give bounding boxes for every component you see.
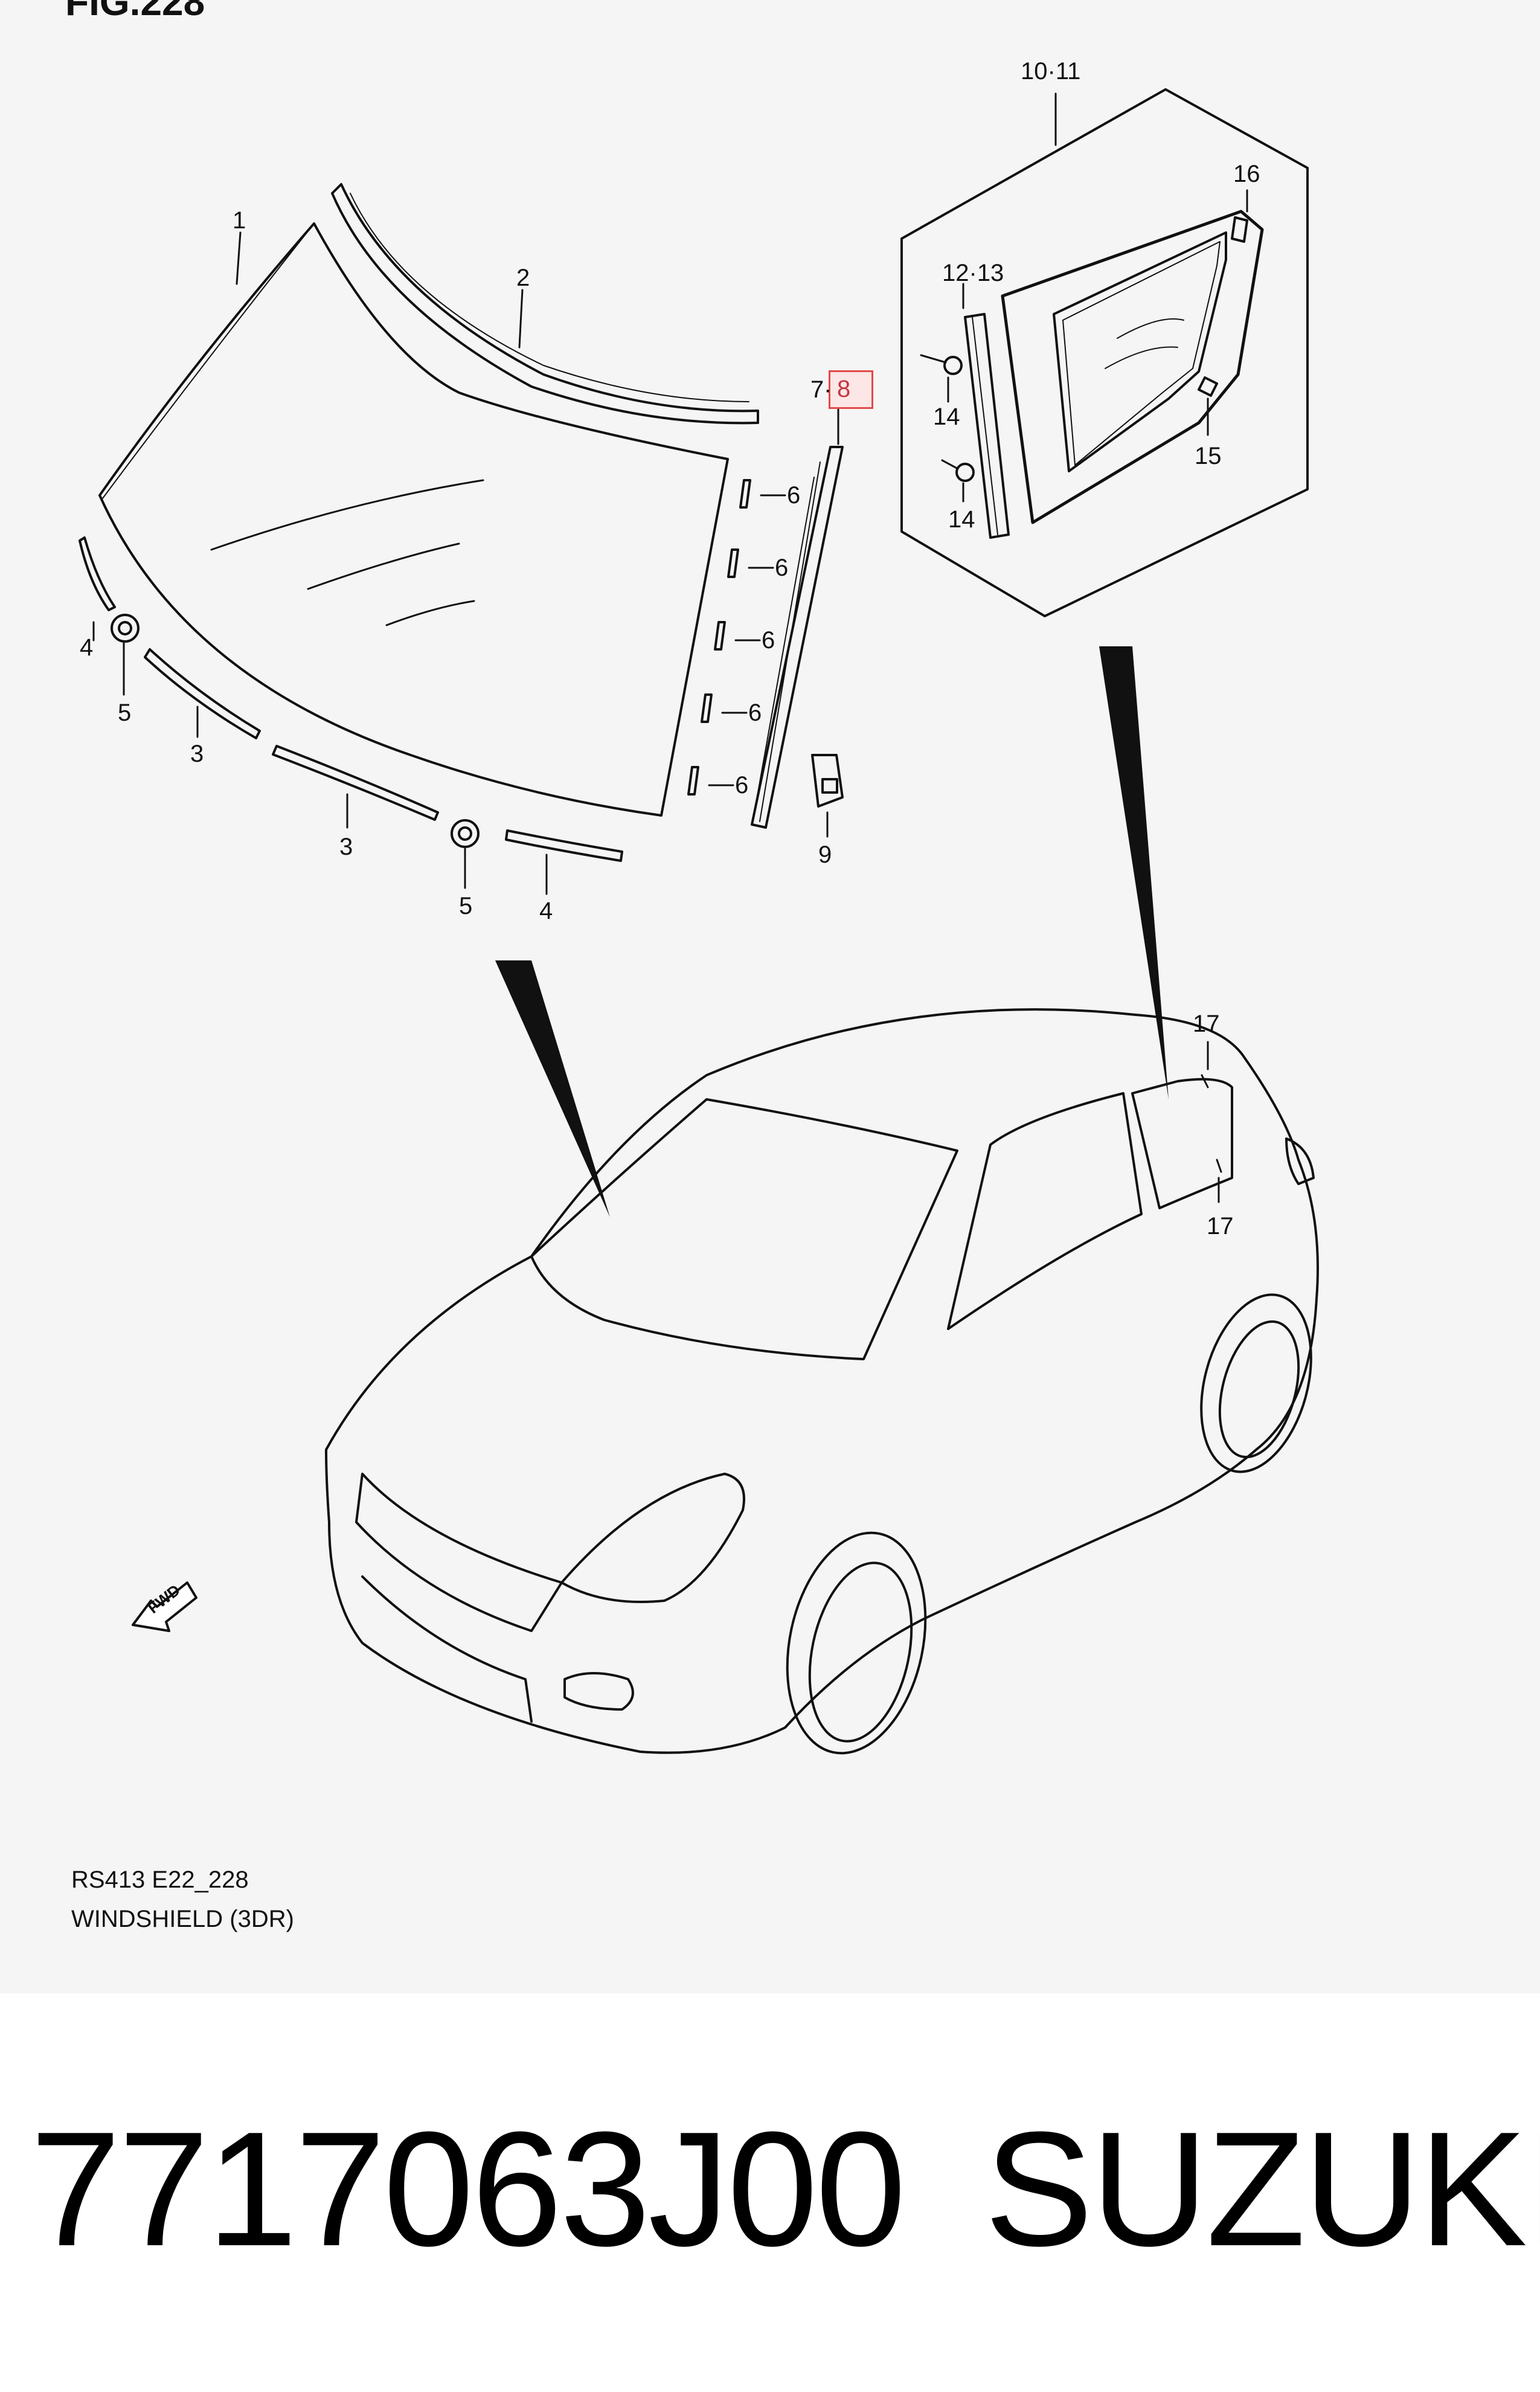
clip-16 — [1231, 216, 1248, 243]
highlight-box-8 — [829, 370, 873, 409]
side-moulding-left — [79, 536, 116, 611]
lower-moulding-left — [144, 648, 261, 739]
callout-5a: 5 — [118, 699, 132, 726]
callout-9: 9 — [818, 841, 832, 868]
clip-left — [111, 614, 140, 643]
callout-6a: 6 — [787, 482, 801, 509]
callout-1: 1 — [233, 207, 246, 234]
callout-4b: 4 — [539, 898, 553, 924]
callout-6c: 6 — [762, 627, 775, 654]
quarter-pointer — [1099, 646, 1169, 1099]
callout-6d: 6 — [748, 699, 762, 726]
windshield-pointer — [495, 960, 610, 1217]
callout-3b: 3 — [339, 834, 353, 860]
callout-17a: 17 — [1193, 1011, 1220, 1037]
parts-diagram — [79, 88, 1319, 1755]
fastener-1 — [943, 356, 963, 375]
callout-15: 15 — [1195, 443, 1222, 469]
diagram-code: RS413 E22_228 — [71, 1866, 249, 1893]
rear-wheel — [1200, 1293, 1312, 1473]
pillar-moulding — [751, 446, 844, 829]
windshield-edge-line — [102, 223, 315, 499]
quarter-window-frame — [1001, 210, 1264, 524]
callout-7: 7 — [810, 376, 824, 403]
callout-6e: 6 — [735, 772, 749, 799]
spacer-2 — [727, 548, 739, 578]
callout-2: 2 — [516, 265, 530, 291]
spacer-5 — [687, 766, 699, 796]
callout-5b: 5 — [459, 893, 473, 919]
callout-6b: 6 — [775, 555, 789, 581]
part-number: 7717063J00 — [30, 2098, 906, 2280]
windshield-reflection-line — [385, 600, 475, 626]
callout-17b: 17 — [1207, 1213, 1234, 1239]
inset-hexagon — [900, 88, 1309, 617]
callout-3a: 3 — [190, 741, 204, 767]
callout-7-dot: · — [824, 376, 832, 403]
fwd-arrow — [132, 1581, 197, 1632]
callout-8: 8 — [837, 376, 851, 402]
callout-12-13: 12·13 — [942, 260, 1004, 286]
upper-moulding-inner — [350, 193, 749, 402]
clip-15 — [1198, 376, 1218, 397]
diagram-area: FIG.228 1 2 7 · 8 6 6 6 6 6 9 4 5 3 3 5 … — [65, 0, 1319, 1932]
windshield-reflection-line — [210, 479, 484, 551]
upper-moulding — [331, 183, 759, 425]
callout-14b: 14 — [948, 506, 975, 533]
brand-name: SUZUKI — [984, 2098, 1540, 2280]
windshield-reflection-line — [307, 542, 460, 590]
callout-14a: 14 — [933, 403, 960, 430]
spacer-1 — [739, 479, 751, 509]
callout-4a: 4 — [80, 634, 94, 661]
spacer-4 — [701, 693, 713, 723]
car-outline — [325, 1008, 1319, 1755]
fastener-2 — [955, 463, 975, 482]
lower-moulding-center — [272, 745, 439, 821]
callout-10-11: 10·11 — [1021, 58, 1081, 85]
quarter-vertical-moulding — [964, 313, 1010, 539]
spacer-3 — [714, 621, 726, 651]
windshield-glass — [98, 222, 729, 817]
diagram-name: WINDSHIELD (3DR) — [71, 1906, 294, 1932]
bracket — [811, 754, 844, 808]
callout-16: 16 — [1233, 161, 1260, 187]
figure-title: FIG.228 — [65, 0, 205, 24]
front-wheel — [786, 1531, 927, 1755]
clip-center — [451, 819, 480, 848]
side-moulding-right — [505, 829, 623, 862]
